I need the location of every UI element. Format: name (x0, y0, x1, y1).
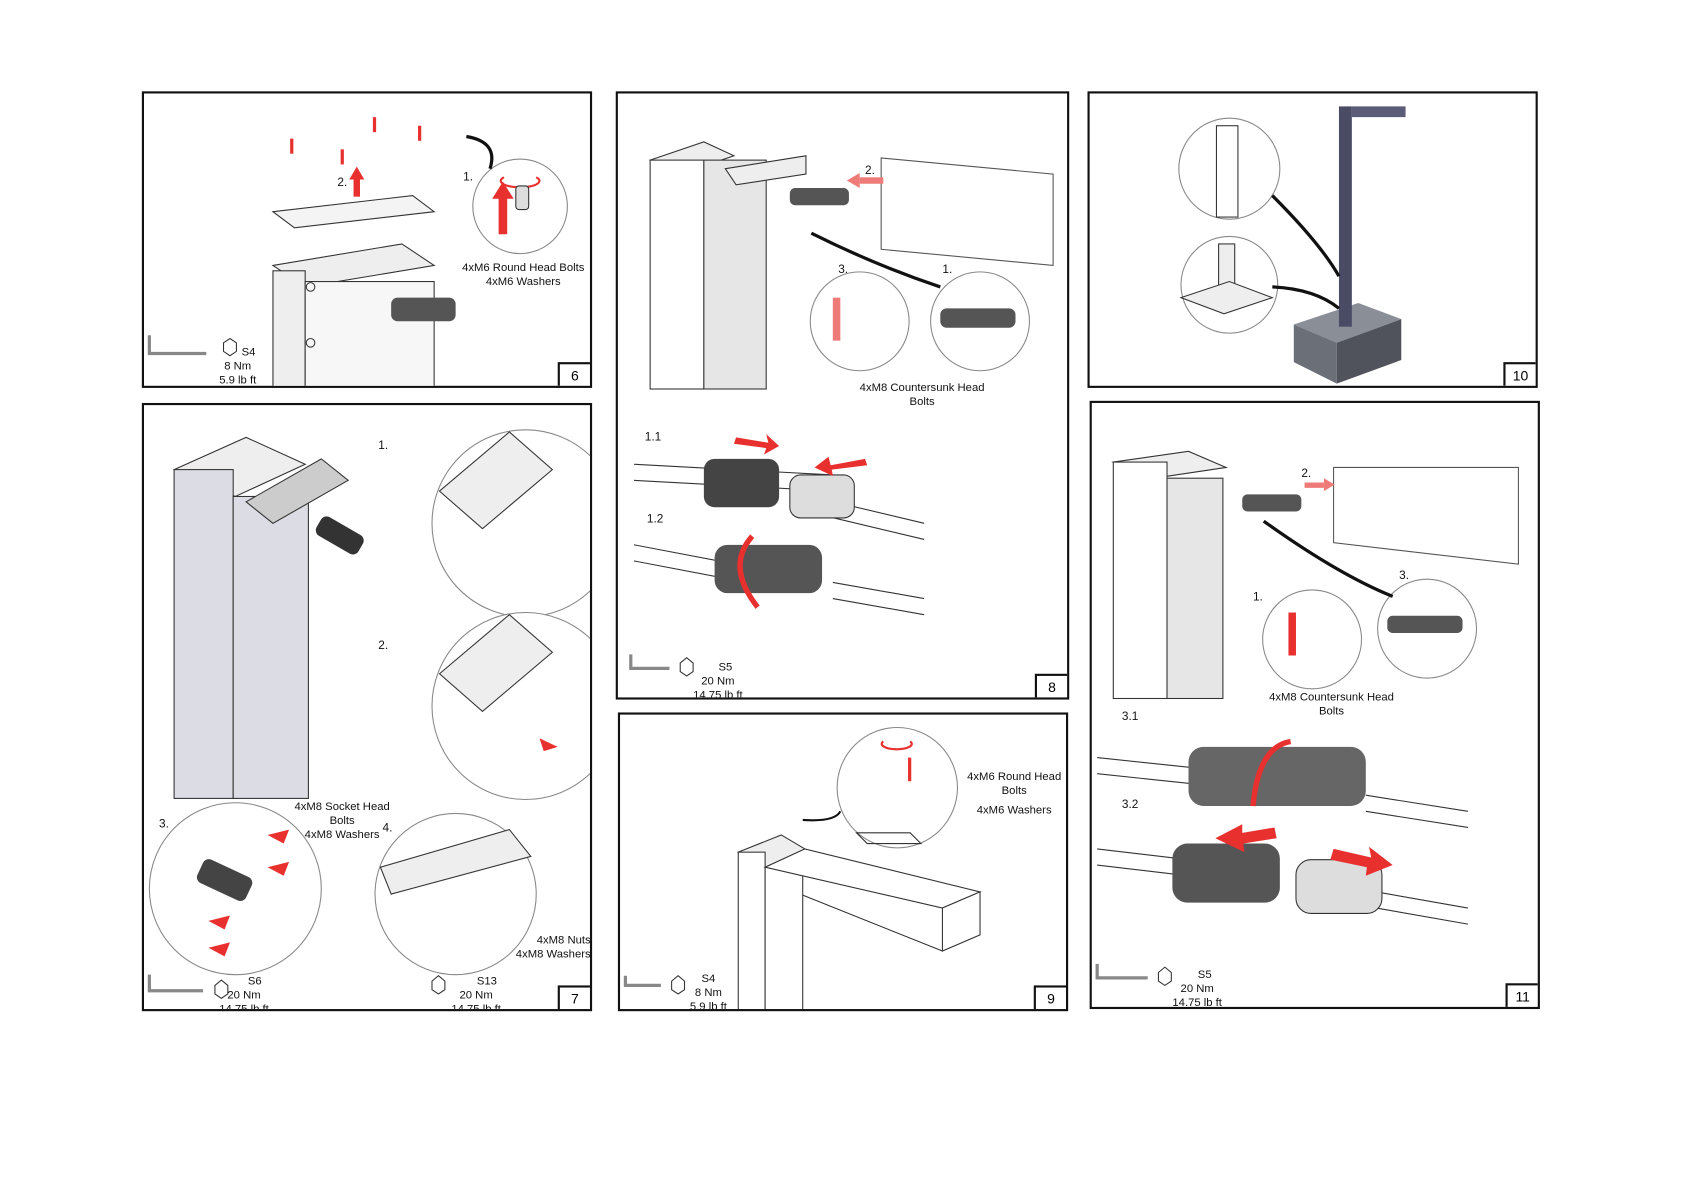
step-9-illustration (623, 726, 982, 1010)
tool-size: S5 (1197, 968, 1212, 982)
step-11-illustration (1095, 450, 1519, 987)
step-label: 3.1 (1121, 710, 1139, 724)
torque-nm: 20 Nm (701, 674, 735, 688)
step-label: 1.2 (646, 512, 664, 526)
step-number: 11 (1505, 983, 1538, 1007)
step-label: 3. (1399, 569, 1410, 583)
step-number: 6 (557, 362, 590, 386)
torque-nm: 20 Nm (459, 988, 493, 1002)
tool-size: S13 (476, 974, 497, 988)
step-label: 3.2 (1121, 798, 1139, 812)
torque-nm: 8 Nm (694, 986, 722, 1000)
step-label: 1. (1252, 591, 1263, 604)
part-item: 4xM6 Round Head Bolts (462, 261, 585, 275)
torque-nm: 8 Nm (224, 359, 252, 373)
part-item: Bolts (329, 814, 355, 828)
torque-lbft: 14.75 lb ft (451, 1002, 501, 1012)
part-item: 4xM6 Washers (976, 803, 1052, 817)
step-6-illustration (147, 117, 568, 386)
torque-nm: 20 Nm (227, 988, 261, 1002)
step-label: 3. (159, 817, 169, 831)
part-item: 4xM8 Nuts (536, 933, 591, 947)
step-label: 1. (378, 439, 389, 453)
part-item: Bolts (909, 395, 935, 409)
part-item: Bolts (1318, 704, 1345, 718)
tool-size: S4 (701, 972, 716, 986)
step-7-illustration (147, 429, 590, 999)
torque-lbft: 5.9 lb ft (689, 1000, 727, 1012)
torque-lbft: 14.75 lb ft (1172, 996, 1222, 1010)
step-number: 7 (557, 985, 590, 1010)
step-label: 1. (942, 263, 953, 277)
step-label: 1.1 (644, 430, 662, 444)
step-number: 10 (1503, 362, 1536, 386)
step-number: 9 (1033, 985, 1067, 1010)
step-label: 3. (838, 263, 849, 277)
step-label: 1. (463, 170, 474, 184)
step-10-illustration (1178, 106, 1406, 384)
step-label: 2. (337, 176, 348, 190)
tool-size: S6 (247, 974, 262, 988)
part-item: 4xM8 Socket Head (294, 800, 390, 814)
part-item: 4xM6 Washers (485, 275, 561, 288)
step-10-panel: 10 (1087, 91, 1538, 388)
part-item: 4xM8 Washers (515, 947, 591, 961)
torque-lbft: 14.75 lb ft (693, 688, 743, 700)
part-item: 4xM8 Countersunk Head (859, 381, 985, 395)
step-label: 2. (1301, 467, 1312, 481)
tool-size: S5 (718, 660, 733, 674)
torque-nm: 20 Nm (1180, 982, 1214, 996)
step-number: 8 (1034, 673, 1068, 698)
part-item: 4xM8 Countersunk Head (1269, 690, 1394, 704)
part-item: Bolts (1001, 784, 1027, 798)
step-label: 2. (378, 639, 389, 653)
part-item: 4xM6 Round Head (967, 770, 1062, 784)
step-label: 4. (382, 822, 393, 835)
tool-size: S4 (241, 346, 256, 359)
torque-lbft: 14.75 lb ft (219, 1002, 269, 1012)
torque-lbft: 5.9 lb ft (219, 373, 257, 387)
part-item: 4xM8 Washers (304, 828, 380, 842)
step-label: 2. (865, 164, 875, 178)
step-8-illustration (629, 141, 1054, 677)
